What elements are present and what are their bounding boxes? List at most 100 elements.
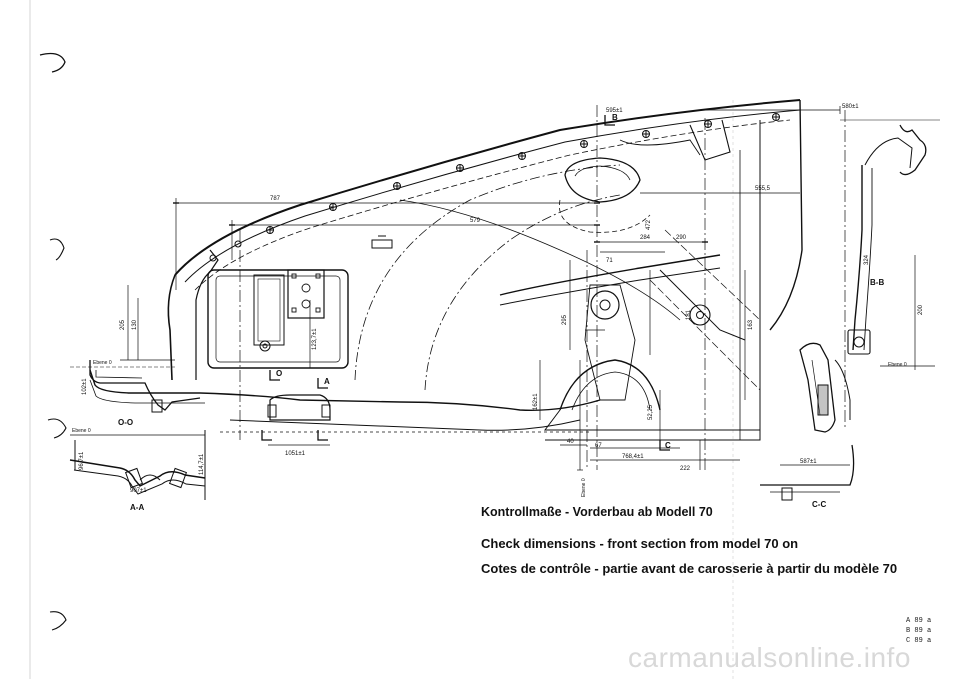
diag-line (664, 229, 761, 321)
fender-outline-inner2 (194, 119, 791, 291)
dim-96: 96,7±1 (79, 451, 85, 470)
binder-mark-1 (39, 52, 66, 73)
dim-295: 295 (562, 314, 568, 325)
crossmember (559, 359, 661, 411)
plane-label-center: Ebene 0 (581, 478, 587, 497)
wheelhouse-arc-2 (424, 194, 621, 391)
dim-472: 472 (646, 219, 652, 230)
section-label-o-o: O-O (118, 418, 133, 427)
caption-german: Kontrollmaße - Vorderbau ab Modell 70 (481, 505, 713, 519)
mount-bracket-o (269, 394, 331, 421)
dim-123: 123,7±1 (312, 328, 318, 350)
headlamp-inner (215, 275, 341, 363)
dim-222: 222 (680, 466, 691, 472)
dim-163: 163 (748, 319, 754, 330)
wheelhouse-arc-1 (354, 164, 621, 381)
dim-162: 162±1 (533, 393, 539, 410)
plane-label-aa: Ebene 0 (72, 428, 91, 434)
marker-o-label: O (276, 369, 282, 378)
dim-284: 284 (640, 235, 651, 241)
center-lines (239, 105, 846, 470)
marker-b-label: B (612, 113, 618, 122)
strut-tower (564, 157, 641, 203)
upper-bracket-2 (619, 139, 701, 156)
dim-787: 787 (270, 196, 281, 202)
dim-130: 130 (132, 319, 138, 330)
dim-587: 587±1 (800, 459, 817, 465)
chassis-rail (89, 369, 601, 411)
marker-c-label: C (665, 441, 671, 450)
adjuster-screw-inner (262, 343, 268, 349)
dim-114: 114,7±1 (199, 453, 205, 475)
bracket-holes (291, 273, 321, 313)
dim-768: 768,4±1 (622, 454, 644, 460)
caption-english: Check dimensions - front section from mo… (481, 536, 799, 551)
fender-nose (167, 274, 176, 381)
strut-tower-dash (558, 199, 651, 233)
dim-5225: 52,25 (648, 404, 654, 420)
section-b-b-drawing (840, 119, 940, 370)
dim-200: 200 (918, 304, 924, 315)
crossmember-foot (544, 409, 761, 441)
watermark: carmanualsonline.info (628, 642, 911, 673)
crossmember-inner (571, 371, 651, 411)
dim-595: 595±1 (606, 108, 623, 114)
dim-205: 205 (120, 319, 126, 330)
caption-french: Cotes de contrôle - partie avant de caro… (481, 561, 898, 576)
upper-bracket (689, 119, 731, 161)
arm-pivot-2 (689, 304, 711, 326)
section-label-c-c: C-C (812, 500, 826, 509)
control-arm-2 (499, 267, 721, 306)
section-a-a-drawing (69, 430, 206, 500)
binder-mark-2 (49, 238, 65, 261)
dim-67: 67 (595, 443, 602, 449)
tie-rod (659, 269, 746, 341)
section-o-o-drawing (70, 360, 201, 413)
control-arm (499, 254, 721, 296)
dim-1051: 1051±1 (285, 451, 306, 457)
floor-panel (229, 419, 581, 431)
arm-pivot-1 (590, 290, 620, 320)
chassis-rail-2 (89, 379, 205, 404)
plane-label-left: Ebene 0 (93, 360, 112, 366)
strut-tower-inner (574, 165, 631, 181)
page-ref-c: C 89 a (906, 637, 932, 645)
arm-pivot-2-inner (696, 311, 704, 319)
page-ref-b: B 89 a (906, 627, 932, 635)
plane-label-right: Ebene 0 (888, 362, 907, 368)
dimension-ticks (173, 202, 708, 243)
dim-580: 580±1 (842, 104, 859, 110)
section-c-c-drawing (760, 342, 855, 501)
headlamp-housing (207, 269, 349, 369)
section-label-a-a: A-A (130, 503, 144, 512)
lamp-plate-inner (257, 278, 281, 342)
small-clip (371, 235, 393, 249)
binder-mark-3 (47, 418, 67, 439)
mount-bolt-left (267, 404, 277, 418)
adjuster-screw (259, 340, 271, 352)
dim-181: 181 (686, 309, 692, 320)
wheelhouse-arc-3 (399, 199, 681, 321)
section-label-b-b: B-B (870, 278, 884, 287)
mount-bolt-right (321, 404, 331, 418)
dim-290: 290 (676, 235, 687, 241)
dimension-lines (120, 106, 841, 471)
page-ref-a: A 89 a (906, 617, 932, 625)
strut-body (584, 284, 636, 401)
rear-bulkhead (769, 99, 803, 331)
bracket-plate (287, 269, 325, 319)
arm-pivot-1-inner (599, 299, 611, 311)
page-references: A 89 a B 89 a C 89 a (906, 616, 931, 646)
dim-40: 40 (567, 439, 574, 445)
dim-102: 102±1 (82, 378, 88, 395)
fender-outline-outer (174, 99, 801, 276)
dim-907: 907±1 (130, 488, 147, 494)
lamp-plate (253, 274, 285, 346)
dim-555: 555,5 (755, 186, 771, 192)
dim-71: 71 (606, 258, 613, 264)
section-markers (261, 115, 670, 451)
fender-bolt-holes (209, 113, 780, 262)
dim-579: 579 (470, 218, 481, 224)
marker-a-label: A (324, 377, 330, 386)
